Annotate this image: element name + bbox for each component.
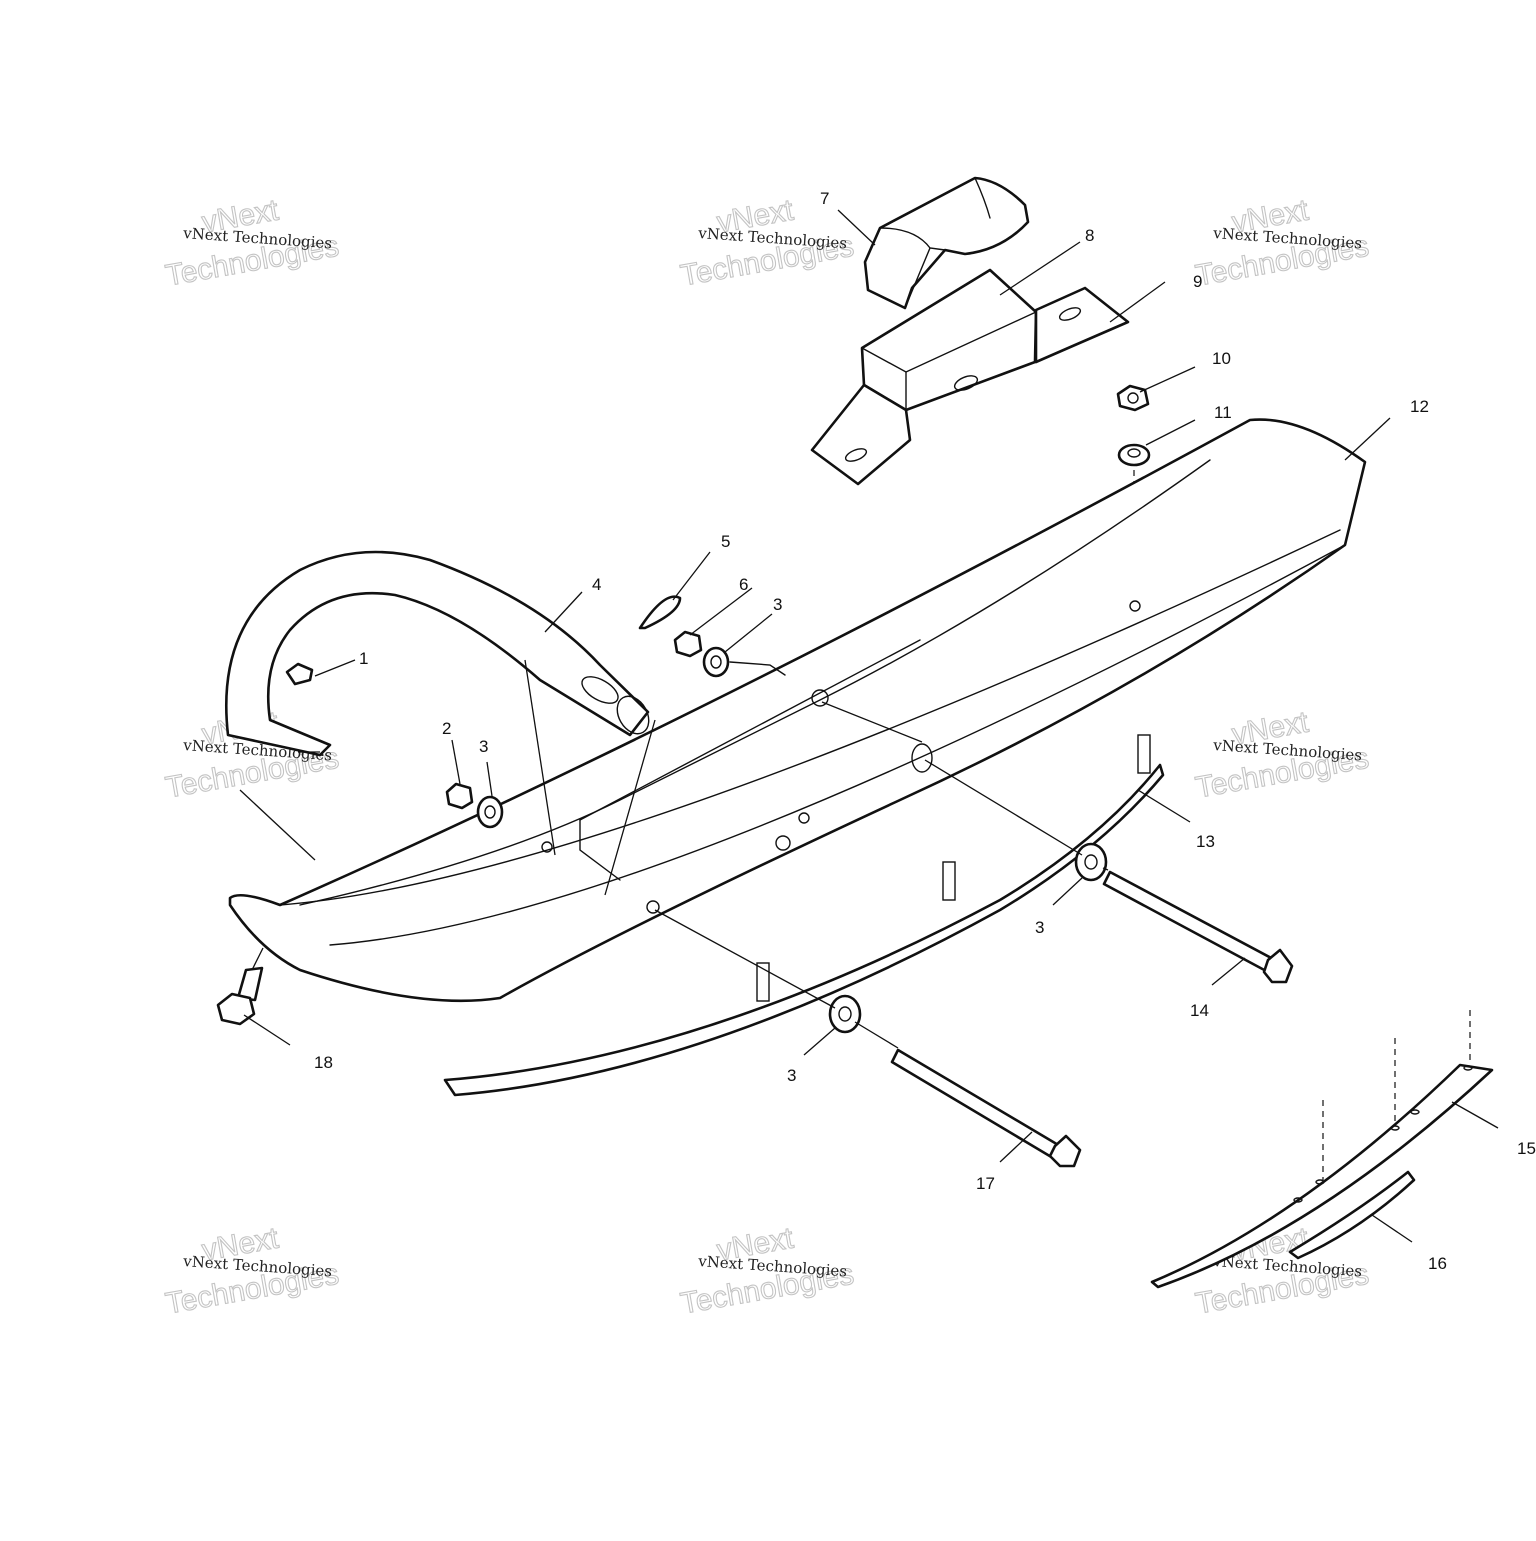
part-bolt-17 [890, 1048, 1082, 1168]
part-cotter-pin [638, 595, 682, 630]
callout-3: 3 [1035, 918, 1044, 937]
callout-14: 14 [1190, 1001, 1209, 1020]
part-washer-mid [702, 646, 730, 678]
callout-3: 3 [479, 737, 488, 756]
part-ski-handle [224, 550, 650, 757]
part-washer-top [1117, 443, 1151, 467]
callout-11: 11 [1214, 403, 1232, 422]
part-bolt-18 [216, 966, 264, 1026]
callout-15: 15 [1517, 1139, 1536, 1158]
callout-12: 12 [1410, 397, 1429, 416]
part-runner-bar [443, 734, 1165, 1097]
callout-2: 2 [442, 719, 451, 738]
part-wear-bar [1150, 1063, 1494, 1289]
part-wear-plate [810, 286, 1130, 486]
callout-6: 6 [739, 575, 748, 594]
callout-4: 4 [592, 575, 601, 594]
callout-17: 17 [976, 1174, 995, 1193]
callout-18: 18 [314, 1053, 333, 1072]
part-washer-bottom [828, 994, 862, 1034]
callout-labels: 1 2 3 4 5 6 3 7 8 9 10 11 12 13 3 14 3 1… [314, 189, 1536, 1273]
part-nut-mid [673, 630, 703, 658]
callout-8: 8 [1085, 226, 1094, 245]
part-ski-cushion [863, 176, 1030, 310]
callout-9: 9 [1193, 272, 1202, 291]
callout-13: 13 [1196, 832, 1215, 851]
callout-16: 16 [1428, 1254, 1447, 1273]
callout-10: 10 [1212, 349, 1231, 368]
callout-1: 1 [359, 649, 368, 668]
part-bolt-14 [1102, 870, 1294, 984]
part-nut-top [1116, 384, 1150, 412]
part-clip [285, 662, 314, 686]
leader-lines [239, 209, 1499, 1243]
callout-7: 7 [820, 189, 829, 208]
part-ski-body [228, 418, 1367, 1003]
callout-5: 5 [721, 532, 730, 551]
part-washer-left [476, 795, 504, 829]
callout-3: 3 [773, 595, 782, 614]
part-carbide-insert [1288, 1170, 1416, 1260]
callout-3: 3 [787, 1066, 796, 1085]
part-nut-left [445, 782, 474, 810]
part-washer-right [1074, 842, 1108, 882]
assembly-line [729, 661, 786, 676]
